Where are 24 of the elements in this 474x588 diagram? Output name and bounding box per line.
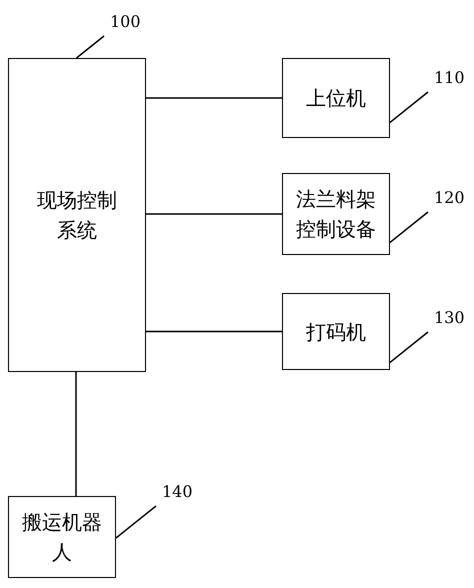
leader-line [390,211,428,243]
box-label: 搬运机器人 [21,509,103,566]
leader-line [116,505,156,539]
box-label: 打码机 [305,318,367,346]
reference-number: 120 [434,188,465,208]
connector-line [146,213,282,215]
reference-number: 110 [434,68,465,88]
box-label: 现场控制系统 [36,187,118,244]
process-box [282,173,390,255]
connector-line [75,372,77,496]
reference-number: 130 [434,308,465,328]
process-box [8,496,116,578]
leader-line [390,91,428,123]
process-box [8,58,146,372]
process-box [282,58,390,138]
box-label: 法兰料架控制设备 [295,186,377,243]
leader-line [390,331,428,363]
reference-number: 140 [162,482,193,502]
process-box [282,293,390,370]
reference-number: 100 [110,12,141,32]
connector-line [146,330,282,332]
leader-line [76,35,104,59]
box-label: 上位机 [305,85,367,112]
connector-line [146,97,282,99]
